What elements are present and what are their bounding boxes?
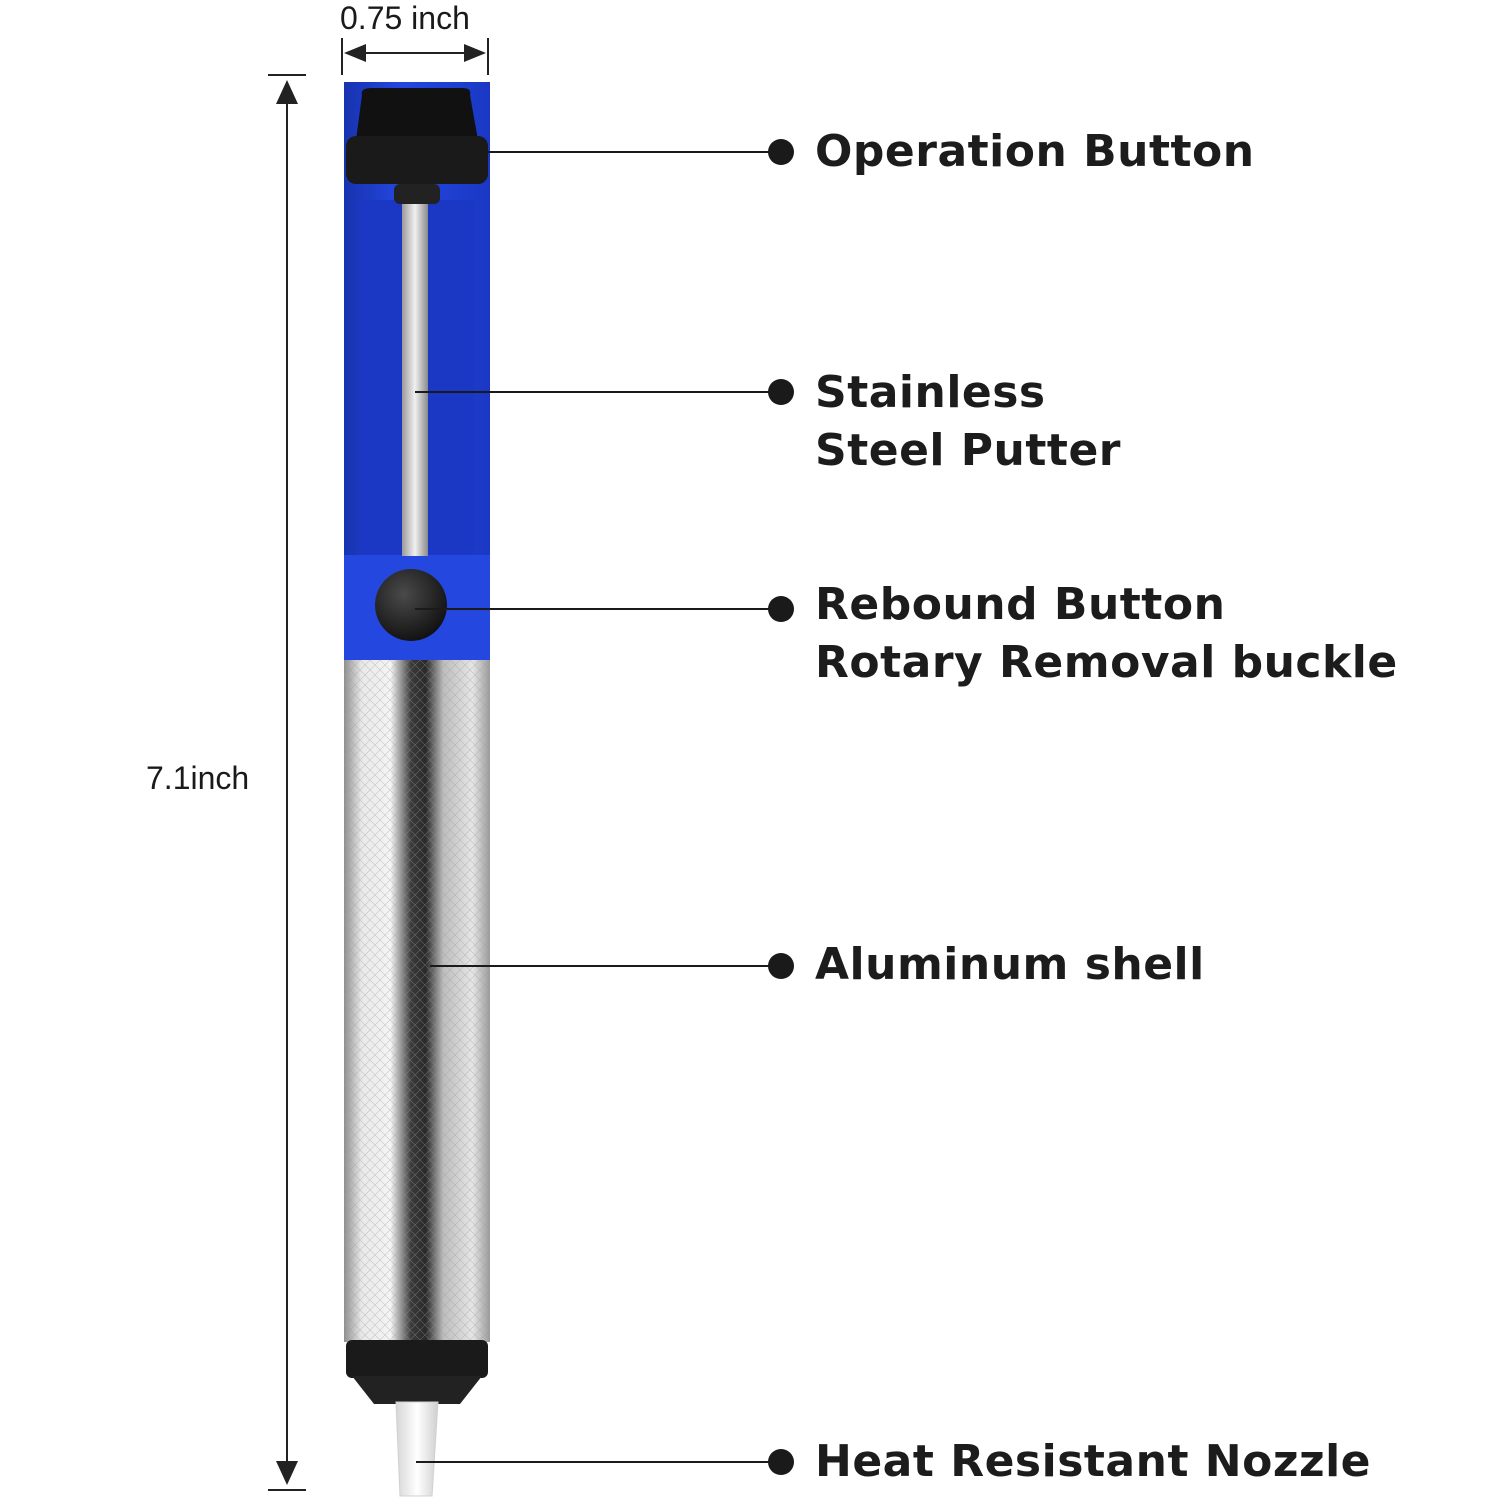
height-dimension — [268, 74, 306, 1491]
callout-line: Rotary Removal buckle — [815, 637, 1398, 688]
callout-line: Heat Resistant Nozzle — [815, 1436, 1371, 1487]
leader-lines — [414, 151, 780, 1463]
callout-heat-resistant-nozzle: Heat Resistant Nozzle — [815, 1433, 1371, 1491]
callout-stainless-steel-putter: Stainless Steel Putter — [815, 364, 1121, 480]
callout-rebound-button: Rebound Button Rotary Removal buckle — [815, 576, 1398, 692]
width-dimension — [341, 38, 489, 75]
operation-button-part — [346, 88, 488, 204]
callout-aluminum-shell: Aluminum shell — [815, 936, 1205, 994]
stainless-rod — [402, 204, 428, 556]
callout-line: Aluminum shell — [815, 939, 1205, 990]
callout-line: Rebound Button — [815, 579, 1226, 630]
leader-dot — [768, 1449, 794, 1475]
nozzle — [395, 1401, 439, 1497]
rebound-button-knob — [375, 569, 447, 641]
bottom-cap — [346, 1340, 488, 1404]
height-label: 7.1inch — [146, 760, 250, 796]
leader-dot — [768, 953, 794, 979]
leader-dot — [768, 139, 794, 165]
leader-dot — [768, 596, 794, 622]
aluminum-tube — [344, 660, 490, 1342]
callout-line: Steel Putter — [815, 425, 1121, 476]
callout-line: Stainless — [815, 367, 1046, 418]
callout-operation-button: Operation Button — [815, 123, 1255, 181]
leader-dots — [768, 139, 794, 1475]
callout-line: Operation Button — [815, 126, 1255, 177]
width-label: 0.75 inch — [340, 0, 470, 36]
leader-dot — [768, 379, 794, 405]
